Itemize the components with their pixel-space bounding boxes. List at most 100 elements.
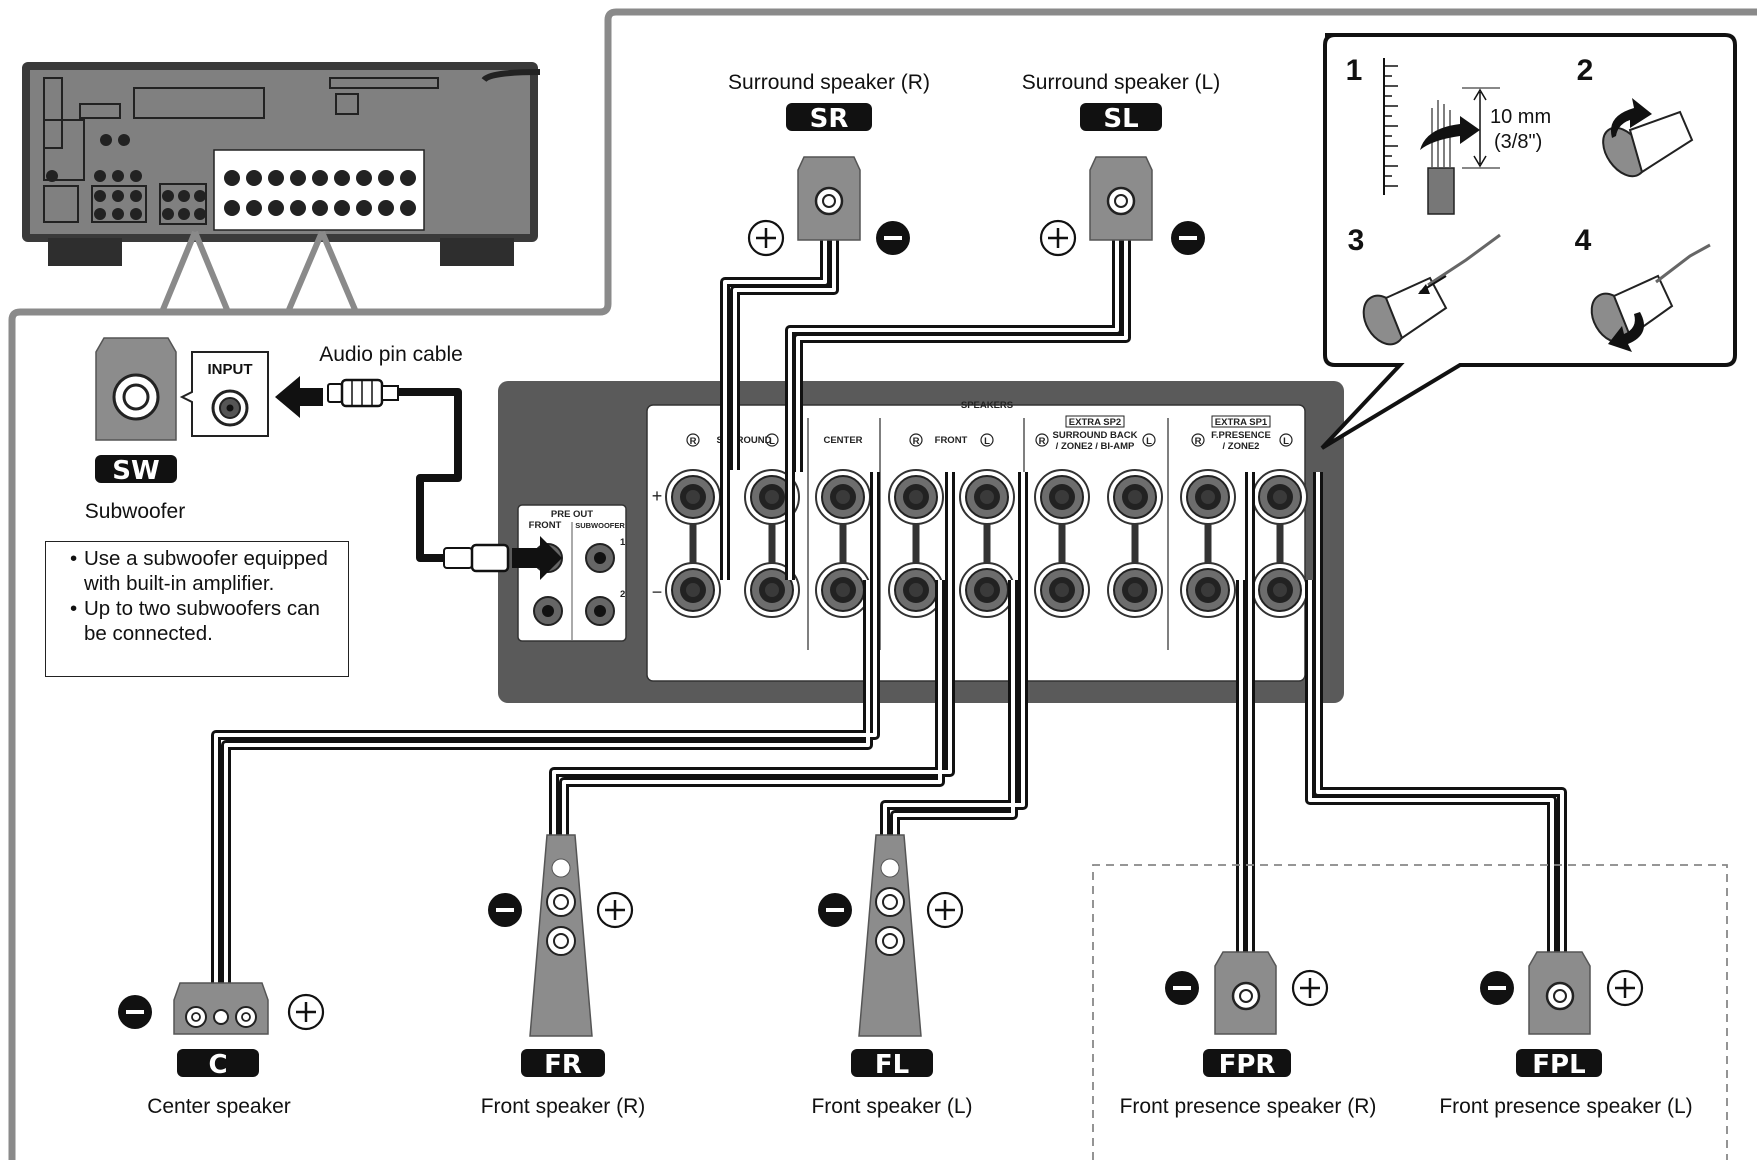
pre-out-front-label: FRONT: [529, 520, 562, 531]
speaker-cables: [211, 240, 1567, 998]
pre-out-section: PRE OUT FRONT SUBWOOFER 1 2: [517, 504, 627, 642]
svg-text:L: L: [1283, 436, 1289, 447]
minus-icon: [1163, 969, 1201, 1007]
receiver-back-panel: SPEAKERS SURROUND CENTER FRONT EXTRA SP2…: [498, 381, 1344, 703]
svg-text:R: R: [913, 436, 920, 447]
speaker-badge: [1203, 1049, 1291, 1077]
speaker-badge: [521, 1049, 605, 1077]
extra-sp2-sub-label: SURROUND BACK: [1053, 430, 1138, 441]
speaker-badge: [177, 1049, 259, 1077]
speaker-name: Front presence speaker (R): [1120, 1095, 1377, 1118]
arrow-left-icon: [275, 376, 323, 418]
binding-posts: [665, 469, 1308, 618]
plus-icon: [1606, 969, 1644, 1007]
speakers-title: SPEAKERS: [961, 400, 1013, 411]
speaker-center: C Center speaker: [116, 982, 325, 1118]
minus-icon: [816, 891, 854, 929]
optional-speakers-box: [1092, 864, 1728, 1160]
svg-text:L: L: [1146, 436, 1152, 447]
subwoofer-group: INPUT Audio pin cable SW Subwoofer: [85, 337, 562, 580]
plus-icon: [747, 219, 785, 257]
plus-icon: [1039, 219, 1077, 257]
speaker-front-right: FR Front speaker (R): [481, 834, 646, 1118]
pre-out-title: PRE OUT: [551, 509, 593, 520]
unscrew-terminal-icon: [1602, 98, 1694, 178]
strip-wire-icon: 10 mm (3/8"): [1383, 58, 1551, 215]
extra-sp1-sub2-label: / ZONE2: [1223, 441, 1260, 452]
surround-group-label: SURROUND: [717, 435, 772, 446]
svg-text:C: C: [208, 1050, 227, 1080]
wire-steps-inset: 1 2 3 4 10 mm (3/8"): [1320, 33, 1737, 450]
speaker-surround-left: Surround speaker (L) SL: [1022, 71, 1220, 257]
svg-text:R: R: [690, 436, 697, 447]
tighten-terminal-icon: [1590, 243, 1711, 352]
speaker-badge: [1080, 103, 1162, 131]
receiver-thumbnail: [22, 62, 541, 266]
svg-text:FR: FR: [544, 1050, 582, 1080]
step-2-number: 2: [1577, 54, 1594, 87]
subwoofer-badge: [95, 455, 177, 483]
minus-icon: [116, 993, 154, 1031]
plus-icon: [926, 891, 964, 929]
svg-text:2: 2: [620, 589, 625, 600]
extra-sp1-sub-label: F.PRESENCE: [1211, 430, 1271, 441]
svg-text:FPL: FPL: [1532, 1050, 1585, 1080]
note-item: Up to two subwoofers can be connected.: [70, 596, 342, 646]
extra-sp2-sub2-label: / ZONE2 / BI-AMP: [1056, 441, 1135, 452]
svg-text:R: R: [1039, 436, 1046, 447]
svg-text:FL: FL: [875, 1050, 909, 1080]
center-group-label: CENTER: [823, 435, 862, 446]
subwoofer-notes: Use a subwoofer equipped with built-in a…: [45, 541, 349, 677]
svg-text:SR: SR: [810, 104, 849, 134]
thumbnail-callout: [159, 230, 359, 314]
insert-wire-icon: [1362, 233, 1501, 346]
strip-length-label: 10 mm: [1490, 106, 1551, 128]
speaker-badge: [851, 1049, 933, 1077]
speaker-badge: [1516, 1049, 1602, 1077]
rca-plug-icon: [443, 547, 473, 569]
speaker-name: Center speaker: [147, 1095, 291, 1118]
speaker-name: Surround speaker (R): [728, 71, 930, 94]
speaker-badge: [786, 103, 872, 131]
strip-length-inch-label: (3/8"): [1494, 131, 1542, 153]
plus-icon: [1291, 969, 1329, 1007]
minus-icon: [1478, 969, 1516, 1007]
speaker-name: Front speaker (L): [811, 1095, 972, 1118]
svg-text:L: L: [984, 436, 990, 447]
plus-icon: [596, 891, 634, 929]
speaker-surround-right: Surround speaker (R) SR: [728, 71, 930, 257]
svg-text:+: +: [652, 486, 663, 506]
channel-markers: R L R L R L R L + −: [652, 433, 1293, 602]
outer-frame: [8, 8, 1757, 1160]
svg-text:SW: SW: [112, 456, 159, 486]
front-group-label: FRONT: [935, 435, 968, 446]
step-3-number: 3: [1348, 224, 1365, 257]
svg-text:FPR: FPR: [1219, 1050, 1276, 1080]
svg-text:SL: SL: [1103, 104, 1138, 134]
plus-icon: [287, 993, 325, 1031]
minus-icon: [486, 891, 524, 929]
svg-text:1: 1: [620, 537, 626, 548]
svg-text:R: R: [1195, 436, 1202, 447]
minus-icon: [1169, 219, 1207, 257]
svg-text:−: −: [652, 582, 663, 602]
extra-sp2-label: EXTRA SP2: [1069, 417, 1121, 428]
arrow-right-icon: [512, 536, 562, 580]
subwoofer-name: Subwoofer: [85, 500, 185, 523]
speaker-front-presence-right: FPR Front presence speaker (R): [1120, 951, 1377, 1118]
cable-label: Audio pin cable: [319, 343, 463, 366]
step-4-number: 4: [1575, 224, 1592, 257]
svg-text:L: L: [769, 436, 775, 447]
extra-sp1-label: EXTRA SP1: [1215, 417, 1268, 428]
speaker-front-left: FL Front speaker (L): [811, 834, 973, 1118]
speaker-name: Front presence speaker (L): [1439, 1095, 1692, 1118]
note-item: Use a subwoofer equipped with built-in a…: [70, 546, 342, 596]
speaker-front-presence-left: FPL Front presence speaker (L): [1439, 951, 1693, 1118]
pre-out-subwoofer-label: SUBWOOFER: [575, 521, 625, 530]
speaker-name: Front speaker (R): [481, 1095, 646, 1118]
speaker-name: Surround speaker (L): [1022, 71, 1220, 94]
minus-icon: [874, 219, 912, 257]
step-1-number: 1: [1346, 54, 1363, 87]
